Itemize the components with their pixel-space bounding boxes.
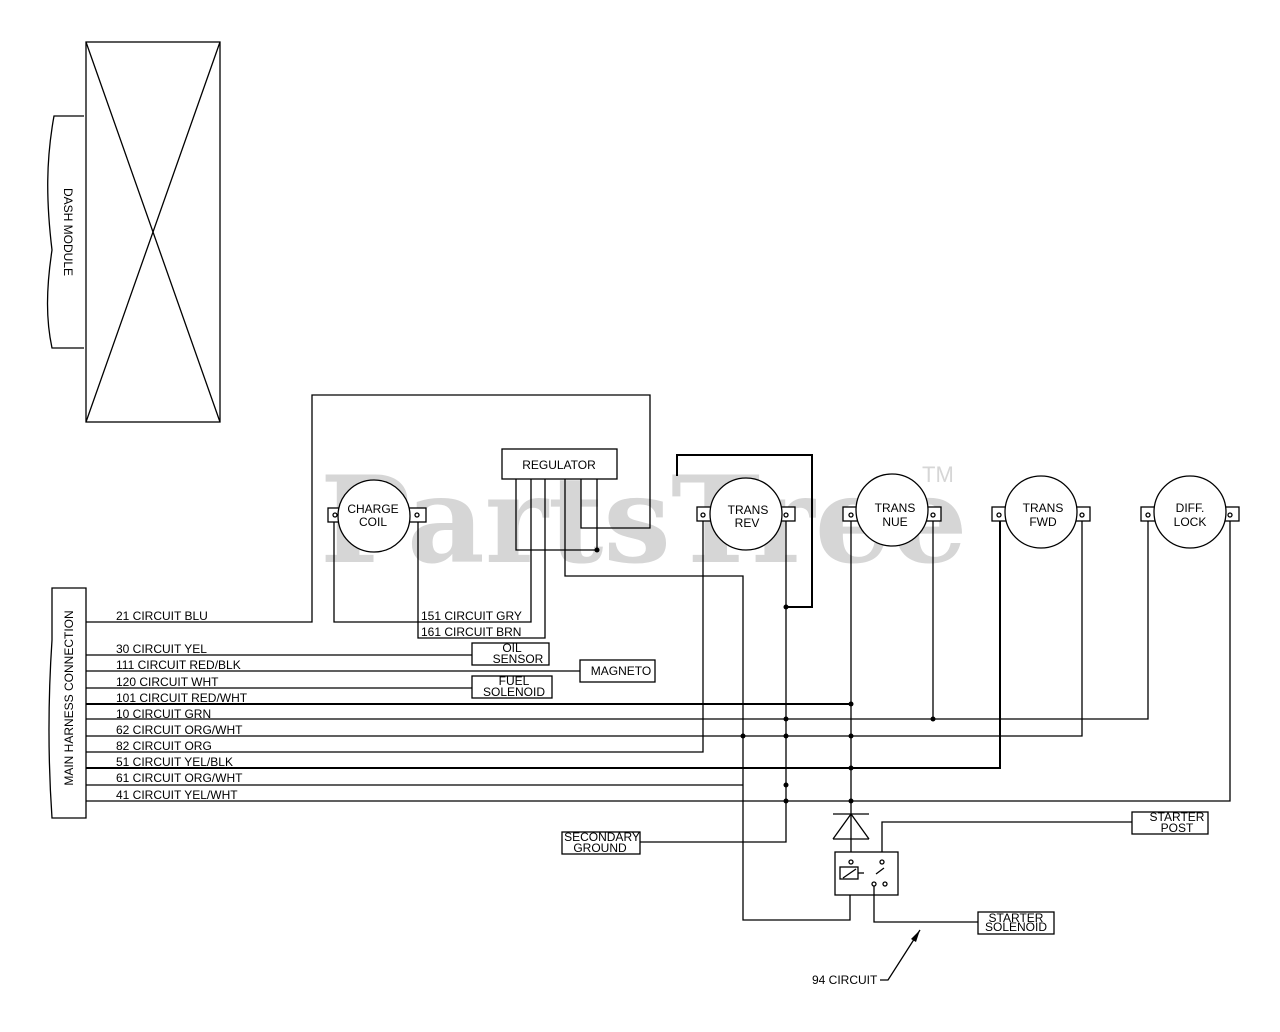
starter-post-label-2: POST xyxy=(1161,821,1194,835)
regulator-label: REGULATOR xyxy=(522,458,596,472)
circuit-labels: 21 CIRCUIT BLU 151 CIRCUIT GRY 161 CIRCU… xyxy=(116,609,878,987)
trans-fwd-label-2: FWD xyxy=(1029,515,1057,529)
circuit-label: 41 CIRCUIT YEL/WHT xyxy=(116,788,238,802)
secondary-ground-label-1: SECONDARY xyxy=(564,830,640,844)
starter-post-label-1: STARTER xyxy=(1150,810,1205,824)
junction-dots xyxy=(594,547,936,804)
charge-coil-label-1: CHARGE xyxy=(347,502,398,516)
harness-lines xyxy=(86,517,1231,802)
trans-nue-label-2: NUE xyxy=(882,515,907,529)
circuit-label: 10 CIRCUIT GRN xyxy=(116,707,211,721)
ground-symbol xyxy=(832,813,870,840)
trans-rev-switch: TRANS REV xyxy=(696,477,796,551)
fuel-solenoid-label-2: SOLENOID xyxy=(483,685,545,699)
starter-solenoid: STARTER SOLENOID xyxy=(834,851,1055,935)
regulator: REGULATOR xyxy=(501,448,618,480)
fuel-solenoid-label-1: FUEL xyxy=(499,674,530,688)
circuit-label: 101 CIRCUIT RED/WHT xyxy=(116,691,248,705)
circuit-label: 161 CIRCUIT BRN xyxy=(421,625,521,639)
diff-lock-switch: DIFF. LOCK xyxy=(1140,475,1240,549)
circuit-label: 61 CIRCUIT ORG/WHT xyxy=(116,771,243,785)
magneto: MAGNETO xyxy=(579,659,656,683)
starter-solenoid-label-2: SOLENOID xyxy=(985,920,1047,934)
trans-nue-switch: TRANS NUE xyxy=(842,473,942,547)
oil-sensor-label-2: SENSOR xyxy=(493,652,544,666)
magneto-label: MAGNETO xyxy=(591,664,651,678)
circuit-label: 120 CIRCUIT WHT xyxy=(116,675,219,689)
circuit-label: 94 CIRCUIT xyxy=(812,973,878,987)
dash-module: DASH MODULE xyxy=(46,41,221,423)
fuel-solenoid: FUEL SOLENOID xyxy=(471,674,553,699)
dash-module-label: DASH MODULE xyxy=(61,188,75,276)
circuit-label: 21 CIRCUIT BLU xyxy=(116,609,208,623)
secondary-ground-label-2: GROUND xyxy=(573,841,627,855)
circuit-label: 30 CIRCUIT YEL xyxy=(116,642,207,656)
trans-nue-label-1: TRANS xyxy=(875,501,916,515)
starter-post: STARTER POST xyxy=(881,810,1209,860)
diff-lock-label-2: LOCK xyxy=(1174,515,1207,529)
circuit-label: 111 CIRCUIT RED/BLK xyxy=(116,658,241,672)
trans-rev-label-1: TRANS xyxy=(728,503,769,517)
trans-rev-label-2: REV xyxy=(735,516,760,530)
circuit-label: 151 CIRCUIT GRY xyxy=(421,609,522,623)
circuit-label: 82 CIRCUIT ORG xyxy=(116,739,212,753)
regulator-wiring xyxy=(86,394,851,921)
main-harness-connection: MAIN HARNESS CONNECTION xyxy=(48,587,87,819)
trans-fwd-label-1: TRANS xyxy=(1023,501,1064,515)
watermark-trademark: TM xyxy=(922,462,954,487)
circuit-label: 51 CIRCUIT YEL/BLK xyxy=(116,755,233,769)
oil-sensor-label-1: OIL xyxy=(502,641,522,655)
secondary-ground: SECONDARY GROUND xyxy=(561,830,641,855)
charge-coil-label-2: COIL xyxy=(359,515,387,529)
main-harness-label: MAIN HARNESS CONNECTION xyxy=(62,610,76,785)
trans-fwd-switch: TRANS FWD xyxy=(991,475,1091,549)
charge-coil: CHARGE COIL xyxy=(327,479,427,553)
diff-lock-label-1: DIFF. xyxy=(1176,501,1205,515)
vertical-connections xyxy=(640,517,934,852)
oil-sensor: OIL SENSOR xyxy=(471,641,550,666)
circuit-label: 62 CIRCUIT ORG/WHT xyxy=(116,723,243,737)
starter-solenoid-label-1: STARTER xyxy=(989,911,1044,925)
circuit-94-leader xyxy=(880,929,921,981)
